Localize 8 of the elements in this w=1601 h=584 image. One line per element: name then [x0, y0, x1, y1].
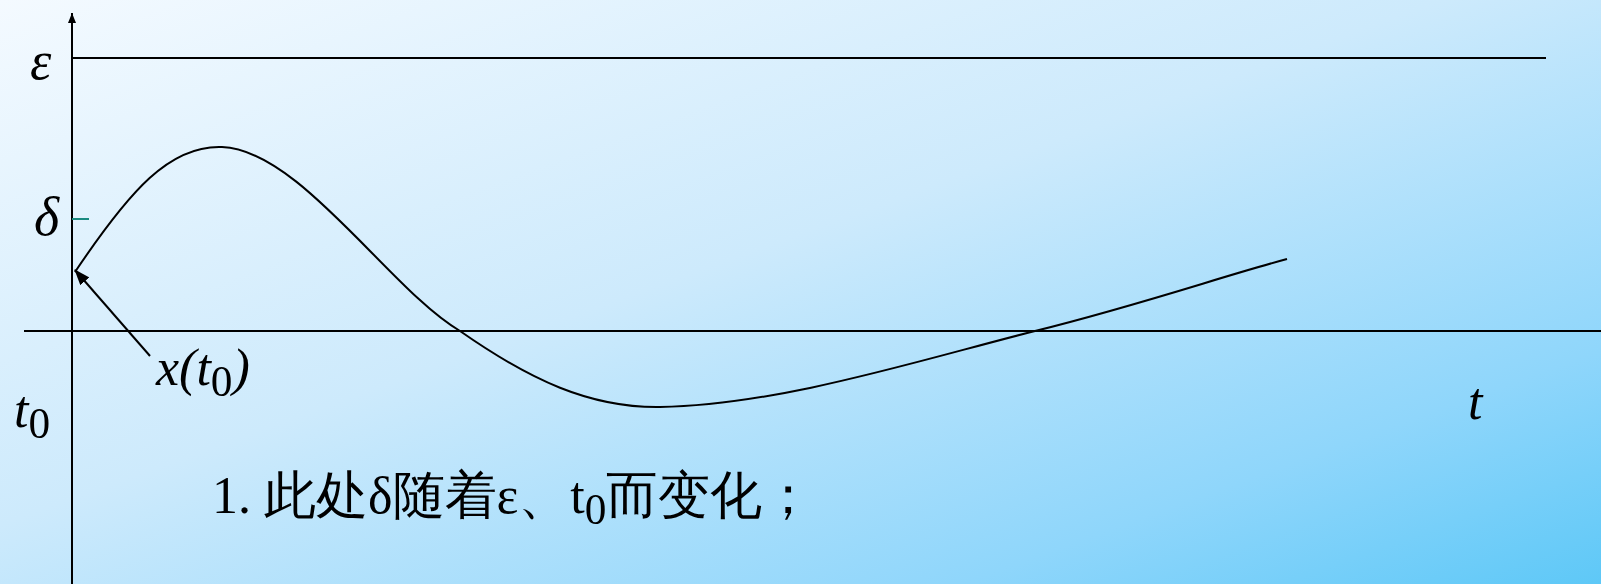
curve — [74, 146, 1288, 408]
axis-label: δ — [34, 190, 60, 244]
axis-label: t — [1468, 376, 1483, 428]
note-text: 1. 此处δ随着ε、t$_{0}$而变化； — [212, 470, 815, 532]
leader-line — [74, 269, 151, 357]
axis-label: t$_{0}$ — [14, 384, 51, 446]
axis-label: ε — [30, 34, 52, 88]
point-label: x(t$_{0}$) — [156, 342, 250, 404]
